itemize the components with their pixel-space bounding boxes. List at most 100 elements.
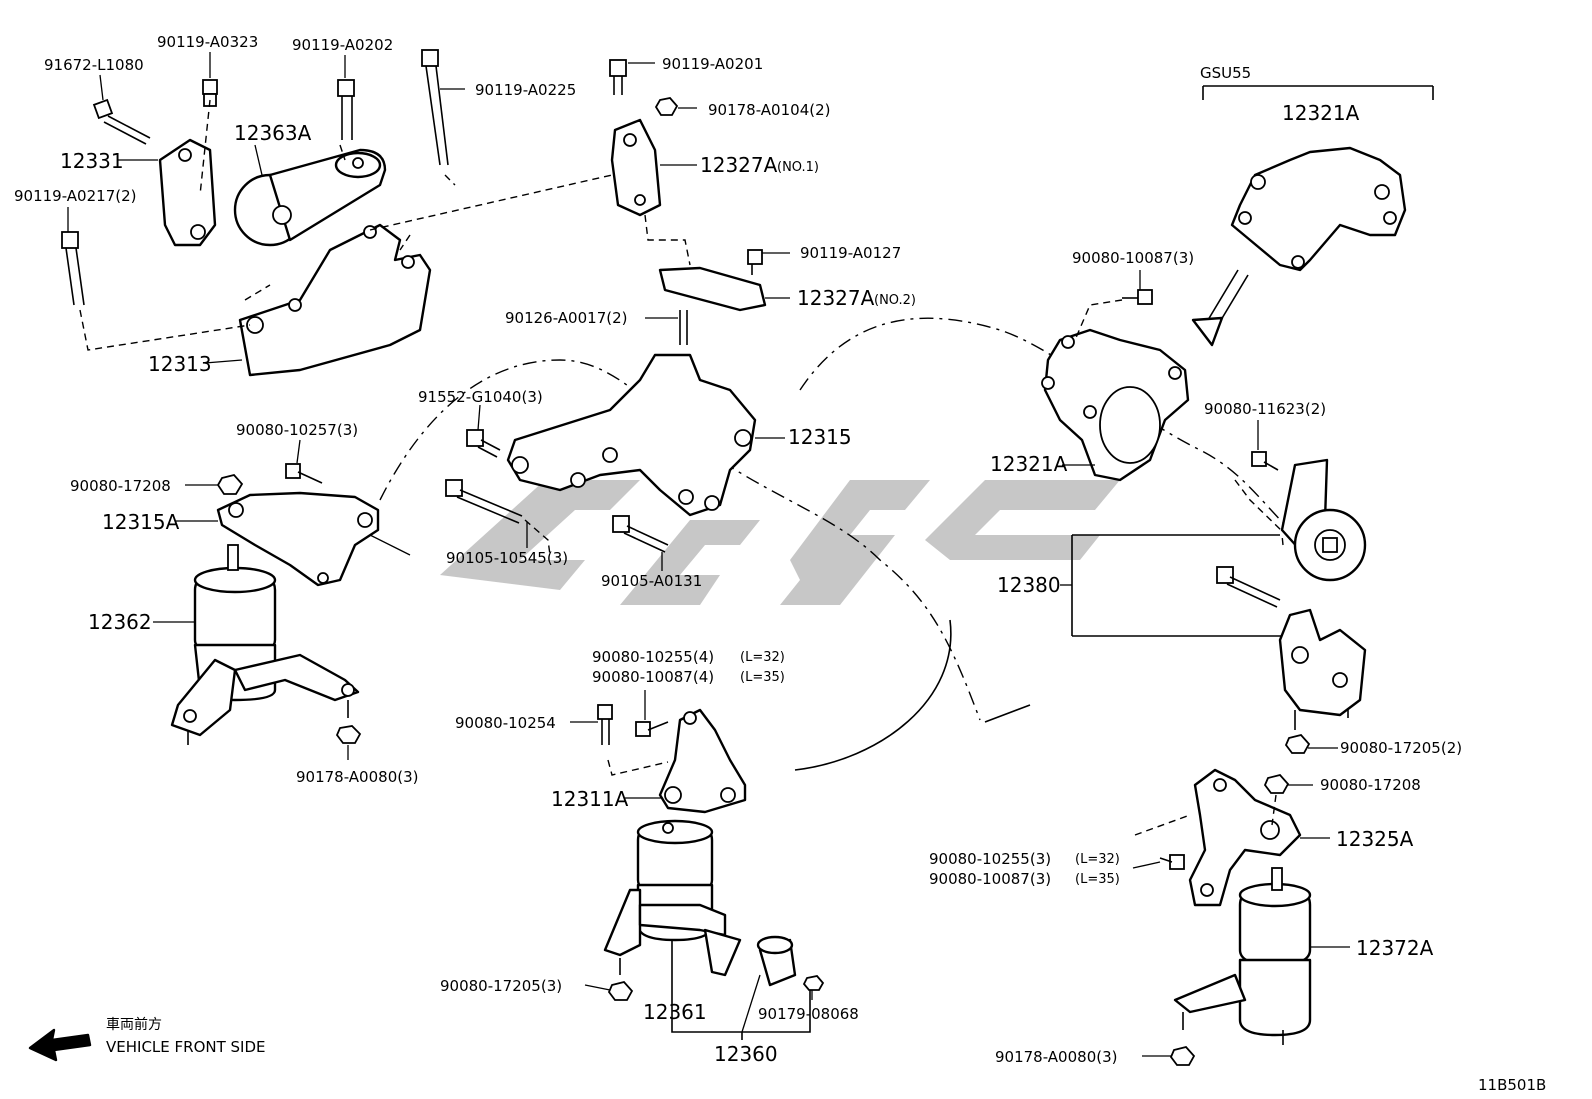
- label-90080-10087-4-note: (L=35): [740, 670, 785, 685]
- engine-mount-12362: [170, 544, 360, 745]
- label-12315A: 12315A: [102, 510, 180, 534]
- bolt-90119-A0225: [421, 49, 449, 166]
- nut-90080-17208-left: [216, 473, 244, 495]
- nut-90080-17205-right: [1284, 733, 1311, 754]
- bolt-90080-10257: [285, 463, 323, 484]
- label-90080-11623: 90080-11623(2): [1204, 400, 1326, 418]
- bolt-90105-10545: [445, 479, 523, 524]
- label-12327A-no2-note: (NO.2): [874, 293, 916, 308]
- label-90119-A0202: 90119-A0202: [292, 36, 393, 54]
- stud-90126-A0017: [679, 310, 688, 345]
- bushing-90179-08068-part: [756, 935, 797, 987]
- label-90080-17205-2: 90080-17205(2): [1340, 739, 1462, 757]
- label-90119-A0127: 90119-A0127: [800, 244, 901, 262]
- label-12362: 12362: [88, 610, 152, 634]
- label-90105-A0131: 90105-A0131: [601, 572, 702, 590]
- label-90119-A0201: 90119-A0201: [662, 55, 763, 73]
- bracket-12331: [158, 138, 217, 247]
- engine-outline: [379, 317, 1291, 721]
- label-12361: 12361: [643, 1000, 707, 1024]
- bracket-12313: [238, 223, 432, 377]
- bracket-12325A: [1188, 768, 1302, 907]
- bracket-12360-group: [671, 940, 811, 1040]
- bracket-12321A-gsu55: [1230, 146, 1407, 272]
- label-12331: 12331: [60, 149, 124, 173]
- bolt-90080-11623: [1251, 451, 1279, 471]
- bolt-90119-A0202: [337, 79, 355, 140]
- label-12313: 12313: [148, 352, 212, 376]
- bolt-90080-10255-3: [1159, 854, 1185, 870]
- label-90119-A0225: 90119-A0225: [475, 81, 576, 99]
- bracket-12321A: [1041, 328, 1190, 482]
- nut-90179-08068: [802, 975, 825, 991]
- label-90178-A0080-right: 90178-A0080(3): [995, 1048, 1117, 1066]
- part-labels: 91672-L1080 90119-A0323 90119-A0202 9011…: [14, 33, 1546, 1094]
- nut-90080-17208-right: [1263, 773, 1290, 794]
- bolt-91552-G1040: [466, 429, 501, 458]
- bracket-12315A: [216, 491, 380, 587]
- nut-90178-A0080-left: [335, 725, 362, 744]
- bolt-90080-10254: [597, 704, 613, 745]
- legend-en: VEHICLE FRONT SIDE: [106, 1038, 266, 1056]
- label-12325A: 12325A: [1336, 827, 1414, 851]
- label-12372A: 12372A: [1356, 936, 1434, 960]
- label-90126-A0017: 90126-A0017(2): [505, 309, 627, 327]
- label-90119-A0217: 90119-A0217(2): [14, 187, 136, 205]
- label-90178-A0080-left: 90178-A0080(3): [296, 768, 418, 786]
- nut-90178-A0080-right: [1169, 1045, 1196, 1066]
- label-90119-A0323: 90119-A0323: [157, 33, 258, 51]
- bracket-12380-group: [1071, 534, 1282, 637]
- bracket-12315: [506, 353, 757, 517]
- diagram-code: 11B501B: [1478, 1076, 1546, 1094]
- label-12363A: 12363A: [234, 121, 312, 145]
- bolt-90080-10255-4: [635, 721, 669, 737]
- label-91672-L1080: 91672-L1080: [44, 56, 144, 74]
- nut-90080-17205-3: [607, 980, 634, 1001]
- label-12321A-gsu55: 12321A: [1282, 101, 1360, 125]
- engine-mount-12372A: [1173, 867, 1312, 1045]
- label-12327A-no1: 12327A: [700, 153, 778, 177]
- label-91552-G1040: 91552-G1040(3): [418, 388, 543, 406]
- label-90178-A0104: 90178-A0104(2): [708, 101, 830, 119]
- label-90080-10255-3-note: (L=32): [1075, 852, 1120, 867]
- bolt-90080-10087-top: [1122, 289, 1153, 305]
- label-12380: 12380: [997, 573, 1061, 597]
- label-12360: 12360: [714, 1042, 778, 1066]
- legend-jp: 車両前方: [106, 1016, 162, 1033]
- engine-mount-12361: [603, 819, 742, 977]
- label-90179-08068: 90179-08068: [758, 1005, 859, 1023]
- bolt-90105-A0131: [612, 515, 669, 553]
- label-90080-10087-top: 90080-10087(3): [1072, 249, 1194, 267]
- engine-mount-12363A: [233, 148, 387, 247]
- label-90080-10087-3: 90080-10087(3): [929, 870, 1051, 888]
- vehicle-front-arrow-icon: [28, 1028, 92, 1062]
- label-90080-10254: 90080-10254: [455, 714, 556, 732]
- label-90080-17208-left: 90080-17208: [70, 477, 171, 495]
- label-90080-10255-4: 90080-10255(4): [592, 648, 714, 666]
- label-gsu55: GSU55: [1200, 64, 1251, 82]
- nut-90178-A0104: [654, 97, 679, 116]
- bolt-90119-A0201: [609, 59, 627, 95]
- bracket-12311A: [658, 708, 747, 814]
- label-90080-10087-4: 90080-10087(4): [592, 668, 714, 686]
- leader-lines: [67, 52, 1350, 1057]
- bolt-91672-L1080: [92, 98, 151, 145]
- label-90080-17208-right: 90080-17208: [1320, 776, 1421, 794]
- direction-arrow-gsu55: [1191, 269, 1249, 347]
- bolt-90119-A0127: [747, 249, 763, 275]
- bracket-12327A-no2: [658, 266, 767, 312]
- label-12315: 12315: [788, 425, 852, 449]
- bolt-12380-long: [1216, 566, 1281, 608]
- engine-mount-12380: [1278, 458, 1367, 730]
- label-12327A-no2: 12327A: [797, 286, 875, 310]
- bolt-90119-A0217: [61, 231, 85, 306]
- engine-outline-tail: [794, 619, 1031, 771]
- label-12327A-no1-note: (NO.1): [777, 160, 819, 175]
- label-90080-10255-3: 90080-10255(3): [929, 850, 1051, 868]
- label-12311A: 12311A: [551, 787, 629, 811]
- label-90105-10545: 90105-10545(3): [446, 549, 568, 567]
- label-90080-10255-4-note: (L=32): [740, 650, 785, 665]
- label-90080-10257: 90080-10257(3): [236, 421, 358, 439]
